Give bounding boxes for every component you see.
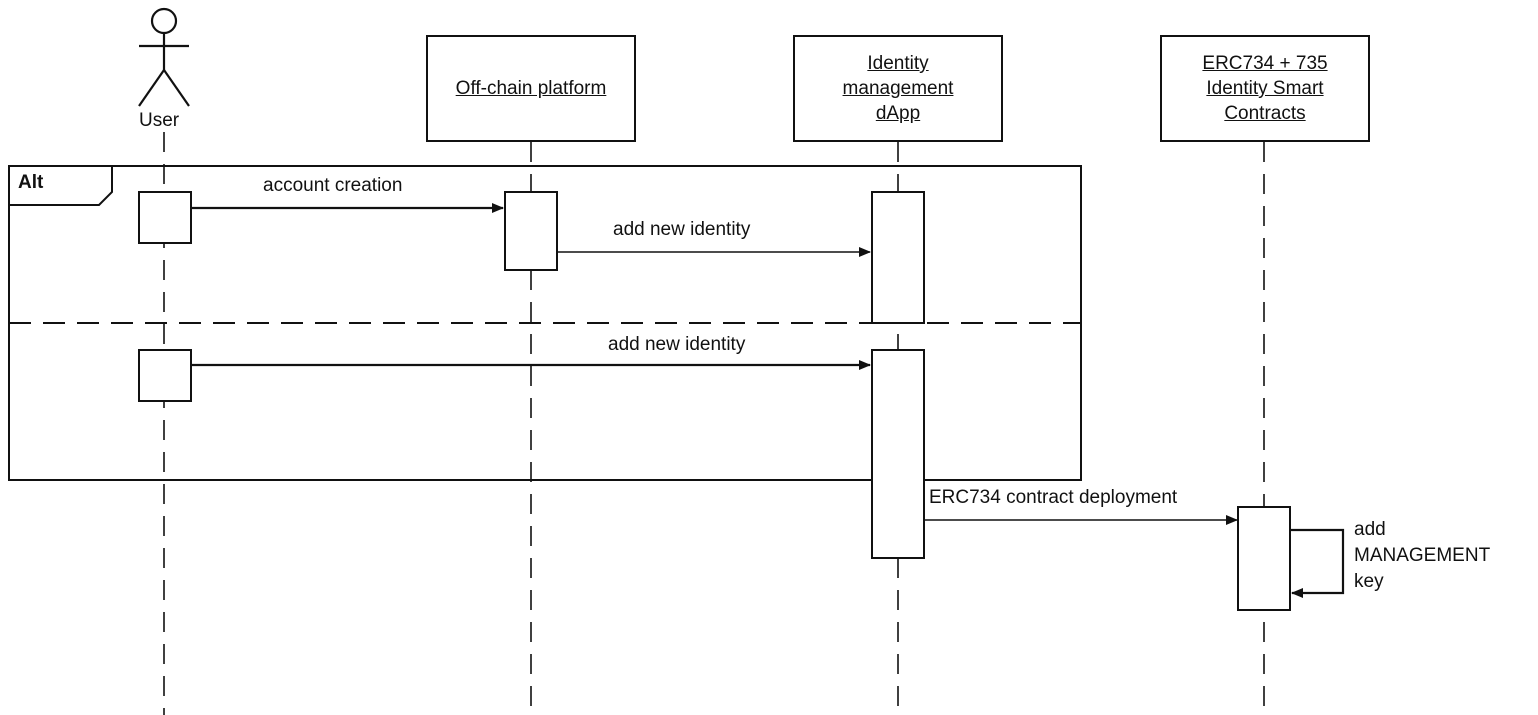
alt-fragment [8, 165, 1082, 481]
participant-identity-contracts: ERC734 + 735 Identity Smart Contracts [1160, 35, 1370, 142]
participant-offchain-label: Off-chain platform [455, 78, 607, 99]
participant-contracts-label: ERC734 + 735 Identity Smart Contracts [1202, 53, 1328, 124]
participant-identity-dapp: Identity management dApp [793, 35, 1003, 142]
activation-user-2 [138, 349, 192, 402]
activation-dapp-2 [871, 349, 925, 559]
activation-contracts [1237, 506, 1291, 611]
message-label-contract-deployment: ERC734 contract deployment [929, 487, 1178, 508]
alt-fragment-operator: Alt [18, 172, 44, 193]
activation-offchain [504, 191, 558, 271]
participant-offchain-platform: Off-chain platform [426, 35, 636, 142]
message-label-add-management-key: add MANAGEMENT key [1354, 519, 1491, 592]
message-label-add-new-identity-2: add new identity [608, 334, 746, 355]
actor-user-label: User [139, 110, 180, 131]
message-label-account-creation: account creation [263, 175, 403, 196]
participant-dapp-label: Identity management dApp [842, 53, 954, 124]
stick-figure-icon [138, 7, 190, 107]
message-label-add-new-identity-1: add new identity [613, 219, 751, 240]
arrow-self-add-management-key [1290, 528, 1345, 598]
activation-user-1 [138, 191, 192, 244]
activation-dapp-1 [871, 191, 925, 324]
